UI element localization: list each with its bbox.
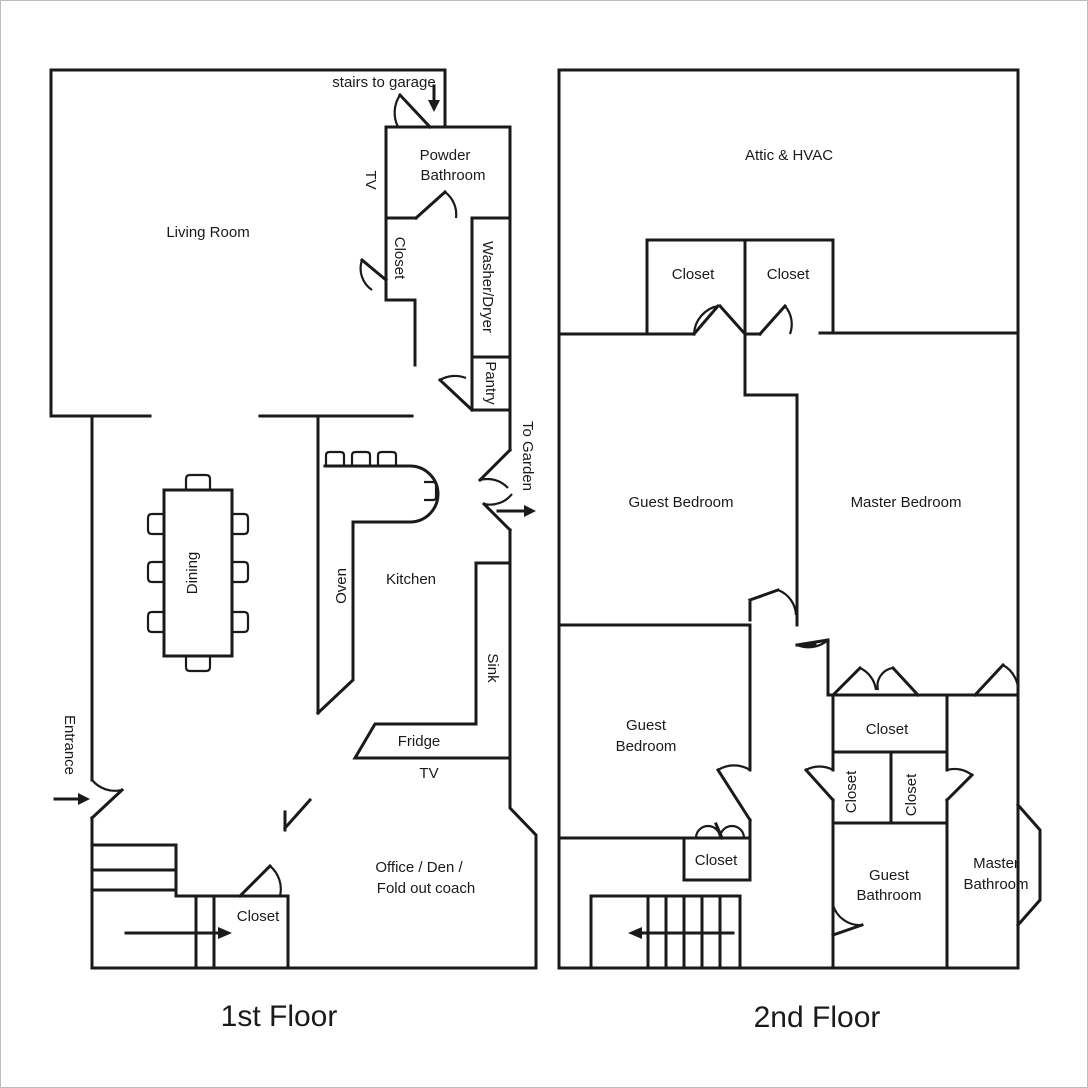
closet-attic-left-label: Closet — [672, 266, 715, 283]
oven-label: Oven — [333, 568, 350, 604]
floor1-labels: stairs to garage Powder Bathroom Living … — [61, 74, 536, 1033]
master-bath-label-line2: Bathroom — [963, 876, 1028, 893]
office-label-line2: Fold out coach — [377, 880, 475, 897]
guest-bedroom-low-label-line2: Bedroom — [616, 738, 677, 755]
closet-bottom-label: Closet — [695, 852, 738, 869]
powder-bathroom-label-line2: Bathroom — [420, 167, 485, 184]
washer-dryer-label: Washer/Dryer — [479, 241, 496, 333]
fridge-label: Fridge — [398, 733, 441, 750]
closet-center-label: Closet — [866, 721, 909, 738]
office-label-line1: Office / Den / — [375, 859, 463, 876]
kitchen-label: Kitchen — [386, 571, 436, 588]
guest-bath-label-line2: Bathroom — [856, 887, 921, 904]
stairs-to-garage-label: stairs to garage — [332, 74, 435, 91]
master-bedroom-label: Master Bedroom — [851, 494, 962, 511]
closet-hall-label: Closet — [391, 237, 408, 280]
dining-table — [146, 473, 250, 673]
living-room-label: Living Room — [166, 224, 249, 241]
guest-bath-label-line1: Guest — [869, 867, 910, 884]
pantry-label: Pantry — [482, 361, 499, 405]
floor2-arrows — [628, 927, 735, 939]
floor2-doors — [691, 303, 1020, 937]
floor2-title: 2nd Floor — [754, 1001, 881, 1034]
closet-stairs-label: Closet — [237, 908, 280, 925]
closet-v2-label: Closet — [903, 773, 920, 816]
attic-label: Attic & HVAC — [745, 147, 833, 164]
closet-attic-right-label: Closet — [767, 266, 810, 283]
counter-stools — [324, 450, 438, 502]
master-bath-label-line1: Master — [973, 855, 1019, 872]
guest-bedroom-low-label-line1: Guest — [626, 717, 667, 734]
dining-label: Dining — [184, 552, 201, 595]
tv-office-label: TV — [419, 765, 438, 782]
floor1-plan: stairs to garage Powder Bathroom Living … — [49, 68, 538, 1033]
closet-v1-label: Closet — [843, 770, 860, 813]
tv-living-label: TV — [362, 170, 379, 189]
powder-bathroom-label-line1: Powder — [420, 147, 471, 164]
floor1-doors — [89, 92, 513, 899]
to-garden-label: To Garden — [519, 421, 536, 491]
floor1-title: 1st Floor — [221, 1000, 338, 1033]
entrance-label: Entrance — [61, 715, 78, 775]
guest-bedroom-top-label: Guest Bedroom — [628, 494, 733, 511]
floor2-plan: Attic & HVAC Closet Closet Guest Bedroom… — [557, 68, 1042, 1034]
sink-label: Sink — [484, 653, 501, 683]
floor2-walls — [557, 68, 1042, 970]
floor1-walls — [49, 68, 538, 970]
floor1-arrows — [53, 84, 536, 939]
floor2-labels: Attic & HVAC Closet Closet Guest Bedroom… — [616, 147, 1029, 1034]
